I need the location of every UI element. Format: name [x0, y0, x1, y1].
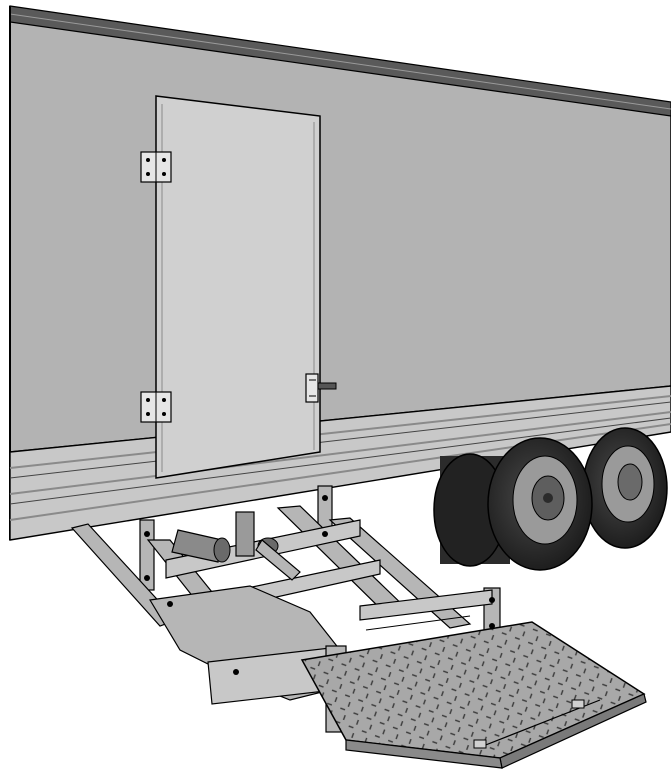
lift-platform [300, 615, 647, 769]
door-hinge [140, 151, 172, 183]
rear-wheel [582, 427, 668, 549]
trailer-side-panel [9, 11, 671, 453]
door-latch [305, 373, 337, 403]
hydraulic-cylinder [171, 511, 301, 581]
door-hinge [140, 391, 172, 423]
lift-gate-frame [70, 485, 501, 733]
platform-surface [300, 621, 646, 759]
rub-rails [9, 385, 671, 541]
door-panel [155, 95, 321, 479]
side-door [140, 95, 337, 479]
front-wheel [433, 437, 593, 571]
dual-rear-wheels [433, 427, 668, 571]
